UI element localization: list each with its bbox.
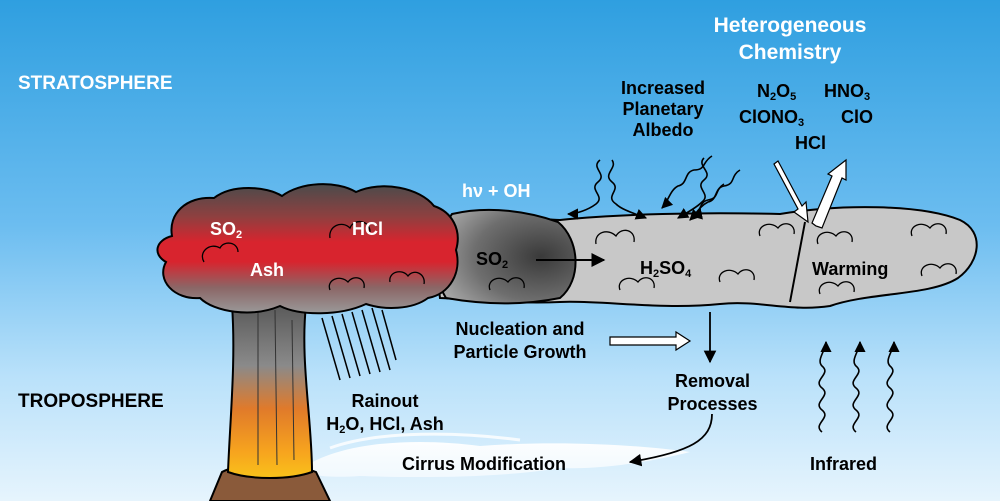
infrared-label: Infrared: [810, 454, 878, 474]
warming-label: Warming: [812, 259, 889, 279]
clono3-label: ClONO3: [739, 107, 805, 129]
band-divider: [789, 221, 806, 303]
troposphere-label: TROPOSPHERE: [18, 391, 164, 412]
cirrus-label: Cirrus Modification: [402, 454, 567, 474]
chem-arrow-out: [811, 158, 847, 229]
clo-label: ClO: [841, 107, 874, 127]
eruption-column: [226, 304, 314, 479]
nucleation-label: Nucleation and Particle Growth: [453, 319, 587, 362]
chem-hcl-label: HCl: [795, 133, 826, 153]
column-streaks: [257, 309, 295, 466]
stratosphere-label: STRATOSPHERE: [18, 73, 173, 94]
n2o5-label: N2O5: [757, 81, 797, 103]
cirrus-arrow: [628, 413, 713, 467]
photolysis-label: hν + OH: [462, 181, 531, 201]
chemistry-title: Heterogeneous Chemistry: [713, 14, 867, 64]
h2so4-label: H2SO4: [640, 258, 692, 280]
cirrus-cloud: [300, 432, 690, 478]
albedo-label: Increased Planetary Albedo: [620, 78, 706, 140]
hno3-label: HNO3: [824, 81, 871, 103]
plume-hcl-label: HCl: [352, 219, 383, 239]
chem-arrow-in: [773, 160, 809, 224]
rainout-label: Rainout H2O, HCl, Ash: [326, 391, 444, 436]
band-so2-label: SO2: [476, 249, 509, 271]
removal-label: Removal Processes: [667, 371, 758, 414]
albedo-squiggles: [566, 155, 741, 221]
band-puffs: [488, 223, 957, 295]
plume-so2-label: SO2: [210, 219, 243, 241]
infrared-squiggles: [818, 340, 900, 433]
plume-ash-label: Ash: [250, 260, 285, 280]
plume-head: [156, 183, 459, 315]
nucleation-arrow: [609, 330, 692, 352]
rainout-lines: [321, 307, 397, 381]
plume-puffs: [201, 221, 425, 291]
